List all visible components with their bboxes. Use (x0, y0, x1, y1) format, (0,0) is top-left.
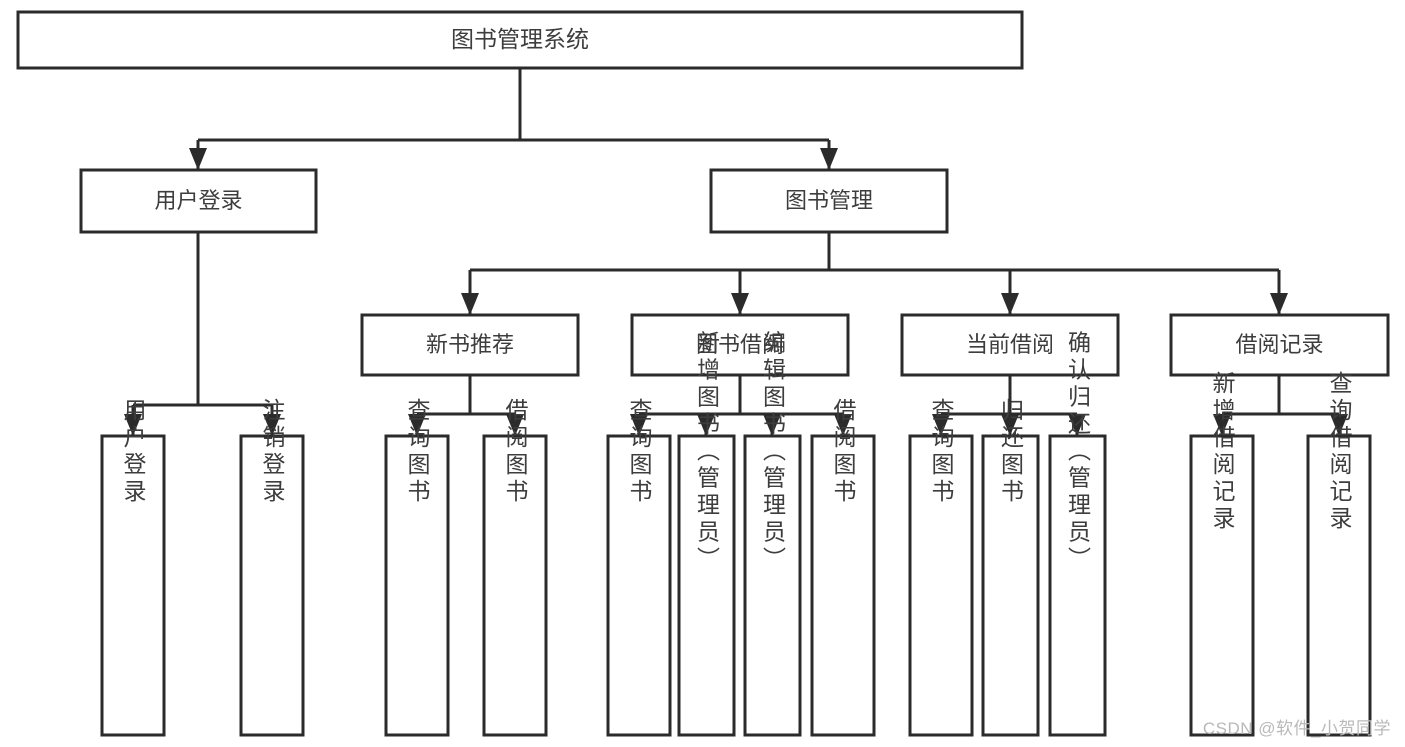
node-leaf-query-record[interactable]: 查询借阅记录 (1306, 371, 1372, 737)
node-leaf-return-book-box (981, 434, 1040, 737)
node-leaf-query-book-3-label: 查询图书 (928, 398, 955, 506)
node-leaf-logout-login-box (239, 434, 305, 737)
node-user-login-box (79, 168, 318, 234)
node-leaf-borrow-book-2[interactable]: 借阅图书 (810, 398, 876, 737)
node-leaf-edit-book-box (743, 434, 802, 737)
node-leaf-query-book-2[interactable]: 查询图书 (606, 398, 672, 737)
node-book-manage[interactable]: 图书管理 (709, 168, 949, 234)
edge-current-borrow-to-leaves-arrow-0 (932, 414, 950, 436)
edge-book-borrow-to-leaves-arrow-2 (763, 414, 781, 436)
node-new-book-recommend-box (360, 313, 580, 377)
node-book-borrow-box (630, 313, 850, 377)
edge-root-to-level2-arrow-1 (820, 148, 838, 170)
node-leaf-borrow-book-1[interactable]: 借阅图书 (482, 398, 548, 737)
node-leaf-query-book-1[interactable]: 查询图书 (384, 398, 450, 737)
node-leaf-user-login-label: 用户登录 (120, 398, 147, 506)
node-leaf-return-book-label: 归还图书 (998, 398, 1025, 506)
node-current-borrow-label: 当前借阅 (966, 332, 1054, 357)
node-leaf-add-record-box (1189, 434, 1255, 737)
edge-borrow-record-to-leaves-arrow-1 (1330, 414, 1348, 436)
edge-new-book-recommend-to-leaves-arrow-0 (408, 414, 426, 436)
edge-layer (124, 68, 1348, 436)
node-leaf-query-book-2-label: 查询图书 (626, 398, 653, 506)
node-leaf-confirm-return[interactable]: 确认归还（管理员） (1048, 331, 1107, 737)
edge-book-borrow-to-leaves-arrow-3 (834, 414, 852, 436)
edge-borrow-record-to-leaves-arrow-0 (1213, 414, 1231, 436)
node-book-manage-label: 图书管理 (785, 188, 873, 213)
node-leaf-add-book[interactable]: 新增图书（管理员） (677, 331, 736, 737)
edge-book-borrow-to-leaves-arrow-1 (697, 414, 715, 436)
node-current-borrow[interactable]: 当前借阅 (900, 313, 1120, 377)
node-layer: 图书管理系统用户登录图书管理新书推荐图书借阅当前借阅借阅记录用户登录注销登录查询… (16, 10, 1390, 737)
edge-book-borrow-to-leaves-arrow-0 (630, 414, 648, 436)
node-borrow-record-box (1169, 313, 1390, 377)
node-leaf-borrow-book-1-box (482, 434, 548, 737)
node-leaf-query-book-1-box (384, 434, 450, 737)
node-leaf-query-book-3[interactable]: 查询图书 (908, 398, 974, 737)
edge-bookmanage-to-level3-arrow-1 (731, 293, 749, 315)
edge-user-login-to-leaves-arrow-0 (124, 414, 142, 436)
node-leaf-add-book-box (677, 434, 736, 737)
node-book-borrow-label: 图书借阅 (696, 332, 784, 357)
node-user-login-label: 用户登录 (154, 188, 242, 213)
node-new-book-recommend[interactable]: 新书推荐 (360, 313, 580, 377)
node-leaf-query-book-3-box (908, 434, 974, 737)
node-leaf-query-book-1-label: 查询图书 (404, 398, 431, 506)
node-leaf-borrow-book-2-label: 借阅图书 (830, 398, 857, 506)
node-leaf-confirm-return-box (1048, 434, 1107, 737)
node-leaf-user-login-box (100, 434, 166, 737)
node-root-label: 图书管理系统 (451, 26, 589, 52)
edge-current-borrow-to-leaves-arrow-1 (1001, 414, 1019, 436)
edge-new-book-recommend-to-leaves-arrow-1 (506, 414, 524, 436)
node-leaf-edit-book-label: 编辑图书（管理员） (760, 331, 787, 574)
node-root[interactable]: 图书管理系统 (16, 10, 1024, 70)
edge-bookmanage-to-level3-arrow-3 (1270, 293, 1288, 315)
node-borrow-record[interactable]: 借阅记录 (1169, 313, 1390, 377)
edge-root-to-level2-arrow-0 (189, 148, 207, 170)
node-book-manage-box (709, 168, 949, 234)
node-leaf-add-record-label: 新增借阅记录 (1209, 371, 1236, 533)
node-book-borrow[interactable]: 图书借阅 (630, 313, 850, 377)
node-user-login[interactable]: 用户登录 (79, 168, 318, 234)
node-leaf-return-book[interactable]: 归还图书 (981, 398, 1040, 737)
node-leaf-query-record-box (1306, 434, 1372, 737)
node-new-book-recommend-label: 新书推荐 (426, 332, 514, 357)
node-leaf-borrow-book-2-box (810, 434, 876, 737)
edge-bookmanage-to-level3-arrow-2 (1001, 293, 1019, 315)
node-current-borrow-box (900, 313, 1120, 377)
node-leaf-user-login[interactable]: 用户登录 (100, 398, 166, 737)
node-leaf-query-book-2-box (606, 434, 672, 737)
node-leaf-logout-login-label: 注销登录 (259, 398, 286, 506)
node-leaf-confirm-return-label: 确认归还（管理员） (1065, 331, 1092, 574)
node-leaf-add-record[interactable]: 新增借阅记录 (1189, 371, 1255, 737)
node-leaf-borrow-book-1-label: 借阅图书 (502, 398, 529, 506)
edge-user-login-to-leaves-arrow-1 (263, 414, 281, 436)
node-leaf-add-book-label: 新增图书（管理员） (694, 331, 721, 574)
node-leaf-query-record-label: 查询借阅记录 (1326, 371, 1353, 533)
node-root-box (16, 10, 1024, 70)
node-leaf-logout-login[interactable]: 注销登录 (239, 398, 305, 737)
node-leaf-edit-book[interactable]: 编辑图书（管理员） (743, 331, 802, 737)
edge-current-borrow-to-leaves-arrow-2 (1068, 414, 1086, 436)
node-borrow-record-label: 借阅记录 (1235, 332, 1323, 357)
edge-bookmanage-to-level3-arrow-0 (461, 293, 479, 315)
